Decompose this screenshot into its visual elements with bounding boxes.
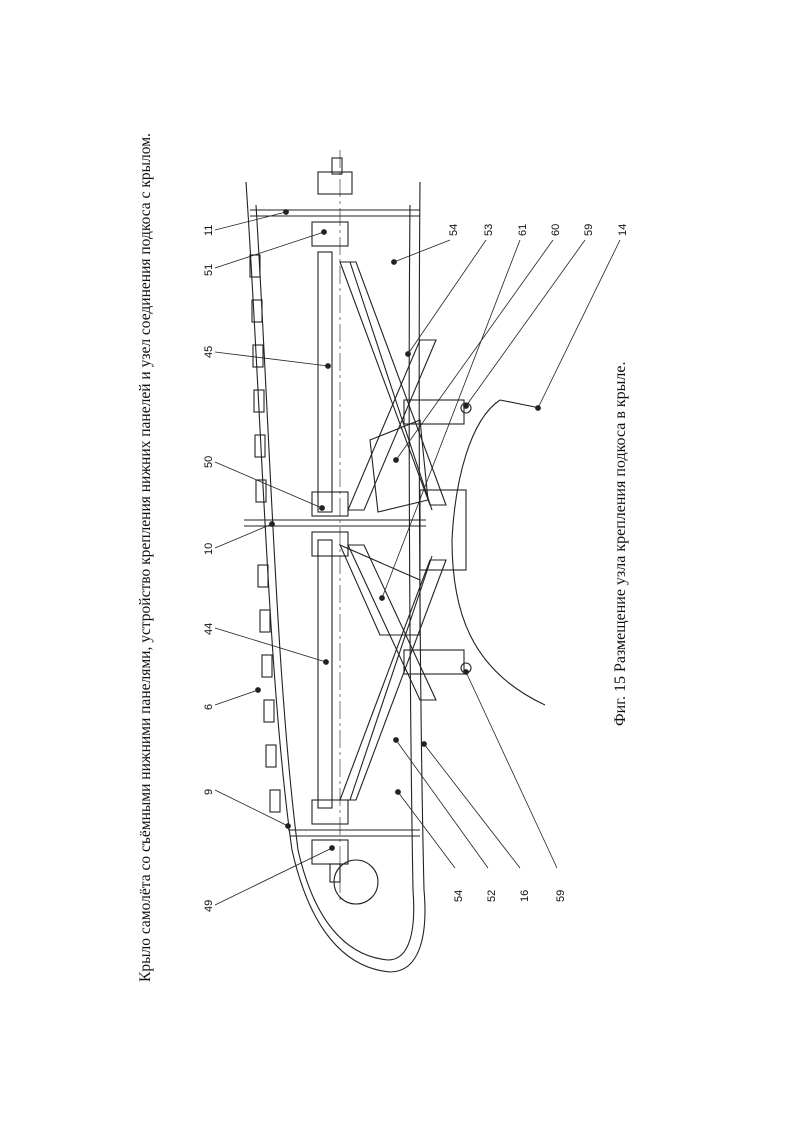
- panel-44: [317, 539, 333, 809]
- fitting-59-bottom: [403, 649, 465, 675]
- panel-45: [317, 251, 333, 513]
- wing-inner-skin: [255, 204, 415, 961]
- callout-59-top: 59: [583, 224, 595, 236]
- callout-59-bottom: 59: [555, 890, 567, 902]
- callout-44: 44: [203, 623, 215, 635]
- wing-outer-skin: [245, 181, 426, 973]
- fitting-51: [311, 221, 349, 247]
- figure-caption: Фиг. 15 Размещение узла крепления подкос…: [612, 361, 629, 726]
- callout-51: 51: [203, 264, 215, 276]
- callout-50: 50: [203, 456, 215, 468]
- callout-60: 60: [550, 224, 562, 236]
- callout-61: 61: [517, 224, 529, 236]
- upper-stringers: [249, 254, 281, 813]
- callout-53: 53: [483, 224, 495, 236]
- callout-6: 6: [203, 704, 215, 710]
- lightening-hole: [333, 859, 379, 905]
- fitting-59-top: [403, 399, 465, 425]
- callout-54-top: 54: [448, 224, 460, 236]
- callout-10: 10: [203, 543, 215, 555]
- strut-fairing-14: [451, 399, 546, 706]
- fitting-49: [311, 839, 349, 865]
- strut-node: [419, 489, 467, 571]
- callout-11: 11: [203, 225, 215, 236]
- callout-49: 49: [203, 900, 215, 912]
- callout-14: 14: [617, 224, 629, 236]
- strut-truss: [338, 261, 447, 801]
- callout-54-bottom: 54: [453, 890, 465, 902]
- callout-9: 9: [203, 789, 215, 795]
- callout-16: 16: [519, 890, 531, 902]
- callout-52: 52: [486, 890, 498, 902]
- callout-45: 45: [203, 346, 215, 358]
